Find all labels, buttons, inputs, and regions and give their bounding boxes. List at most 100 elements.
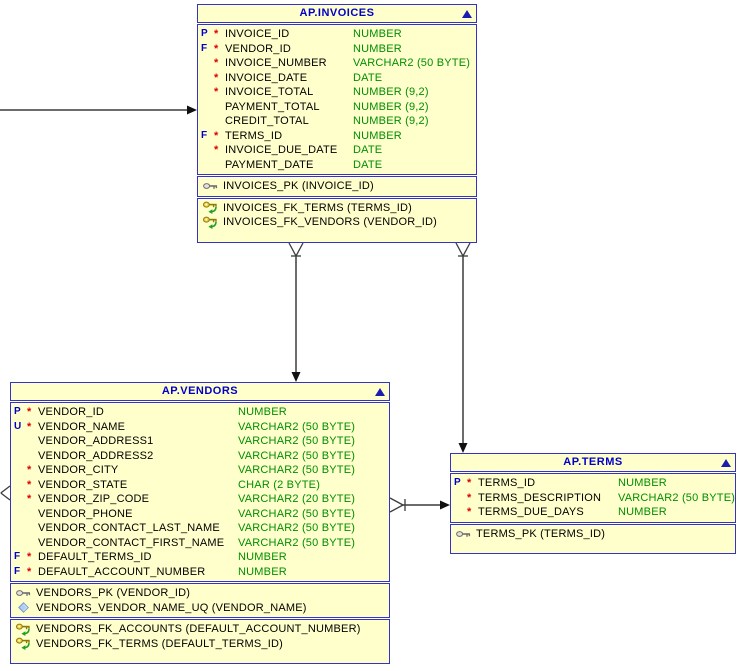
column-name: VENDOR_NAME bbox=[38, 420, 126, 433]
table-title: AP.TERMS bbox=[563, 456, 623, 468]
column-row: VENDOR_ADDRESS2 VARCHAR2 (50 BYTE) bbox=[11, 449, 389, 464]
rel-invoices-to-vendors[interactable] bbox=[288, 242, 304, 382]
column-datatype: NUMBER bbox=[238, 551, 287, 563]
column-row: * INVOICE_DUE_DATE DATE bbox=[198, 143, 476, 158]
table-title-bar: AP.VENDORS bbox=[10, 382, 390, 401]
foreign-keys-section: VENDORS_FK_ACCOUNTS (DEFAULT_ACCOUNT_NUM… bbox=[10, 619, 390, 664]
column-row: VENDOR_PHONE VARCHAR2 (50 BYTE) bbox=[11, 507, 389, 522]
column-key-flag: F bbox=[14, 565, 21, 577]
keys-section: TERMS_PK (TERMS_ID) bbox=[450, 523, 736, 554]
foreign-key-row: INVOICES_FK_TERMS (TERMS_ID) bbox=[198, 201, 476, 216]
mandatory-asterisk: * bbox=[467, 506, 472, 518]
primary-unique-key-row: VENDORS_PK (VENDOR_ID) bbox=[11, 586, 389, 601]
table-title: AP.VENDORS bbox=[161, 385, 239, 397]
column-datatype: NUMBER bbox=[353, 28, 402, 40]
unique-diamond-icon bbox=[15, 602, 31, 614]
column-key-flag: F bbox=[201, 129, 208, 141]
collapse-triangle-icon[interactable] bbox=[375, 388, 385, 396]
column-datatype: CHAR (2 BYTE) bbox=[238, 478, 321, 491]
key-label: VENDORS_VENDOR_NAME_UQ (VENDOR_NAME) bbox=[36, 601, 307, 614]
column-name: PAYMENT_DATE bbox=[225, 158, 314, 171]
mandatory-asterisk: * bbox=[214, 86, 219, 98]
column-datatype: DATE bbox=[353, 71, 383, 84]
column-name: VENDOR_PHONE bbox=[38, 507, 133, 520]
column-datatype: DATE bbox=[353, 144, 383, 156]
pk-key-icon bbox=[455, 529, 471, 539]
key-label: INVOICES_FK_VENDORS (VENDOR_ID) bbox=[223, 216, 438, 228]
column-row: PAYMENT_DATE DATE bbox=[198, 158, 476, 173]
column-name: TERMS_DESCRIPTION bbox=[478, 491, 602, 504]
column-name: CREDIT_TOTAL bbox=[225, 115, 309, 127]
collapse-triangle-icon[interactable] bbox=[462, 10, 472, 18]
column-datatype: VARCHAR2 (20 BYTE) bbox=[238, 493, 356, 505]
column-datatype: VARCHAR2 (50 BYTE) bbox=[238, 507, 356, 520]
column-name: VENDOR_ADDRESS2 bbox=[38, 449, 154, 462]
column-datatype: NUMBER bbox=[238, 565, 287, 578]
column-datatype: NUMBER bbox=[618, 477, 667, 489]
key-label: VENDORS_PK (VENDOR_ID) bbox=[36, 587, 191, 599]
column-key-flag: P bbox=[201, 28, 208, 39]
primary-unique-key-row: TERMS_PK (TERMS_ID) bbox=[451, 527, 735, 542]
column-name: VENDOR_CONTACT_LAST_NAME bbox=[38, 522, 220, 534]
column-name: INVOICE_ID bbox=[225, 28, 290, 40]
rel-vendors-to-terms[interactable] bbox=[389, 497, 450, 513]
column-datatype: VARCHAR2 (50 BYTE) bbox=[353, 57, 471, 69]
column-row: * INVOICE_NUMBER VARCHAR2 (50 BYTE) bbox=[198, 56, 476, 71]
column-name: VENDOR_ID bbox=[38, 406, 104, 418]
key-label: VENDORS_FK_ACCOUNTS (DEFAULT_ACCOUNT_NUM… bbox=[36, 623, 361, 635]
column-key-flag: P bbox=[14, 406, 21, 417]
column-datatype: NUMBER bbox=[618, 506, 667, 518]
key-label: VENDORS_FK_TERMS (DEFAULT_TERMS_ID) bbox=[36, 637, 284, 650]
rel-external-to-invoices[interactable] bbox=[0, 105, 197, 115]
foreign-key-row: VENDORS_FK_TERMS (DEFAULT_TERMS_ID) bbox=[11, 637, 389, 652]
column-datatype: VARCHAR2 (50 BYTE) bbox=[238, 420, 356, 433]
column-datatype: VARCHAR2 (50 BYTE) bbox=[238, 464, 356, 476]
key-label: TERMS_PK (TERMS_ID) bbox=[476, 527, 606, 540]
collapse-triangle-icon[interactable] bbox=[721, 459, 731, 467]
foreign-key-row: INVOICES_FK_VENDORS (VENDOR_ID) bbox=[198, 215, 476, 230]
column-datatype: DATE bbox=[353, 158, 383, 171]
key-label: INVOICES_PK (INVOICE_ID) bbox=[223, 180, 374, 192]
column-name: TERMS_ID bbox=[478, 477, 536, 489]
column-name: VENDOR_ZIP_CODE bbox=[38, 493, 150, 505]
column-name: VENDOR_ID bbox=[225, 42, 291, 55]
column-datatype: VARCHAR2 (50 BYTE) bbox=[238, 449, 356, 462]
table-title-bar: AP.TERMS bbox=[450, 453, 736, 472]
fk-key-icon bbox=[15, 623, 31, 636]
foreign-keys-section: INVOICES_FK_TERMS (TERMS_ID) INVOICES_FK_… bbox=[197, 197, 477, 243]
mandatory-asterisk: * bbox=[27, 420, 32, 433]
column-name: INVOICE_NUMBER bbox=[225, 57, 327, 69]
rel-external-to-vendors[interactable] bbox=[0, 485, 11, 501]
column-datatype: NUMBER bbox=[353, 129, 402, 142]
primary-unique-key-row: VENDORS_VENDOR_NAME_UQ (VENDOR_NAME) bbox=[11, 601, 389, 616]
column-key-flag: P bbox=[454, 477, 461, 488]
mandatory-asterisk: * bbox=[27, 406, 32, 418]
mandatory-asterisk: * bbox=[214, 129, 219, 142]
mandatory-asterisk: * bbox=[214, 71, 219, 84]
column-name: INVOICE_DUE_DATE bbox=[225, 144, 338, 156]
mandatory-asterisk: * bbox=[214, 144, 219, 156]
column-key-flag: F bbox=[14, 551, 21, 562]
rel-invoices-to-terms[interactable] bbox=[455, 242, 471, 453]
mandatory-asterisk: * bbox=[214, 57, 219, 69]
mandatory-asterisk: * bbox=[27, 464, 32, 476]
key-label: INVOICES_FK_TERMS (TERMS_ID) bbox=[223, 201, 412, 214]
